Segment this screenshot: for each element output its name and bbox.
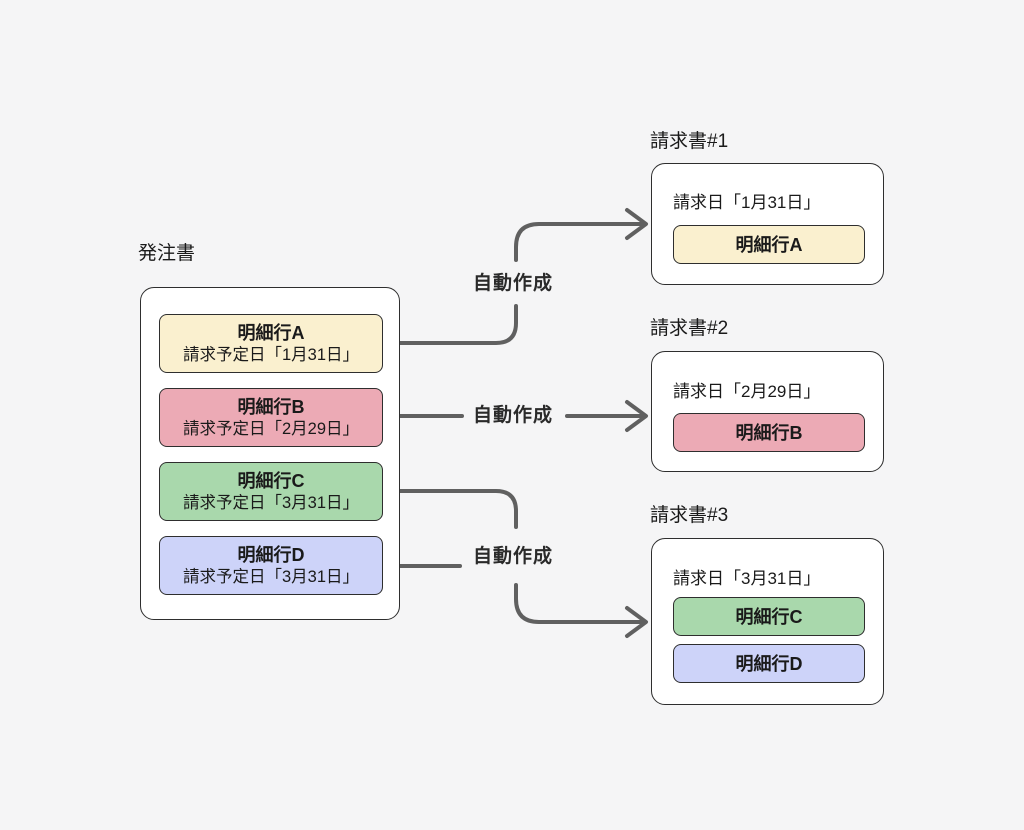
- arrowhead-invoice-2-icon: [625, 400, 648, 432]
- arrow-invoice-3-lower-segment: [514, 583, 646, 624]
- invoice-1-billing-date: 請求日「1月31日」: [673, 193, 821, 212]
- purchase-order-container: 明細行A 請求予定日「1月31日」 明細行B 請求予定日「2月29日」 明細行C…: [140, 287, 400, 620]
- invoice-2-line-item-b-title: 明細行B: [735, 422, 803, 443]
- purchase-order-label: 発注書: [138, 243, 196, 264]
- line-item-a: 明細行A 請求予定日「1月31日」: [159, 314, 383, 373]
- line-item-b-billing-date: 請求予定日「2月29日」: [182, 419, 360, 438]
- line-item-d-title: 明細行D: [237, 544, 305, 565]
- invoice-1-container: 請求日「1月31日」 明細行A: [651, 163, 884, 285]
- arrowhead-invoice-3-icon: [625, 606, 648, 638]
- arrow-item-c-segment: [380, 489, 518, 529]
- invoice-3-container: 請求日「3月31日」 明細行C 明細行D: [651, 538, 884, 705]
- arrow-item-a-lower-segment: [380, 304, 518, 345]
- invoice-2-billing-date: 請求日「2月29日」: [673, 382, 821, 401]
- invoice-3-billing-date: 請求日「3月31日」: [673, 569, 821, 588]
- invoice-1-line-item-a: 明細行A: [673, 225, 865, 264]
- auto-create-label-1: 自動作成: [472, 273, 553, 294]
- invoice-2-label: 請求書#2: [650, 318, 729, 339]
- line-item-a-billing-date: 請求予定日「1月31日」: [182, 345, 360, 364]
- arrowhead-invoice-1-icon: [625, 208, 648, 240]
- line-item-b: 明細行B 請求予定日「2月29日」: [159, 388, 383, 447]
- auto-create-label-2: 自動作成: [472, 405, 553, 426]
- arrow-item-a-upper-segment: [514, 222, 646, 262]
- invoice-3-line-item-d-title: 明細行D: [735, 653, 803, 674]
- invoice-1-line-item-a-title: 明細行A: [735, 234, 803, 255]
- line-item-c: 明細行C 請求予定日「3月31日」: [159, 462, 383, 521]
- line-item-b-title: 明細行B: [237, 396, 305, 417]
- line-item-d-billing-date: 請求予定日「3月31日」: [182, 567, 360, 586]
- invoice-1-label: 請求書#1: [650, 131, 729, 152]
- line-item-a-title: 明細行A: [237, 322, 305, 343]
- auto-create-label-3: 自動作成: [472, 546, 553, 567]
- invoice-3-line-item-c-title: 明細行C: [735, 606, 803, 627]
- invoice-3-line-item-d: 明細行D: [673, 644, 865, 683]
- line-item-d: 明細行D 請求予定日「3月31日」: [159, 536, 383, 595]
- invoice-3-line-item-c: 明細行C: [673, 597, 865, 636]
- invoice-3-label: 請求書#3: [650, 505, 729, 526]
- line-item-c-title: 明細行C: [237, 470, 305, 491]
- invoice-2-container: 請求日「2月29日」 明細行B: [651, 351, 884, 472]
- line-item-c-billing-date: 請求予定日「3月31日」: [182, 493, 360, 512]
- invoice-2-line-item-b: 明細行B: [673, 413, 865, 452]
